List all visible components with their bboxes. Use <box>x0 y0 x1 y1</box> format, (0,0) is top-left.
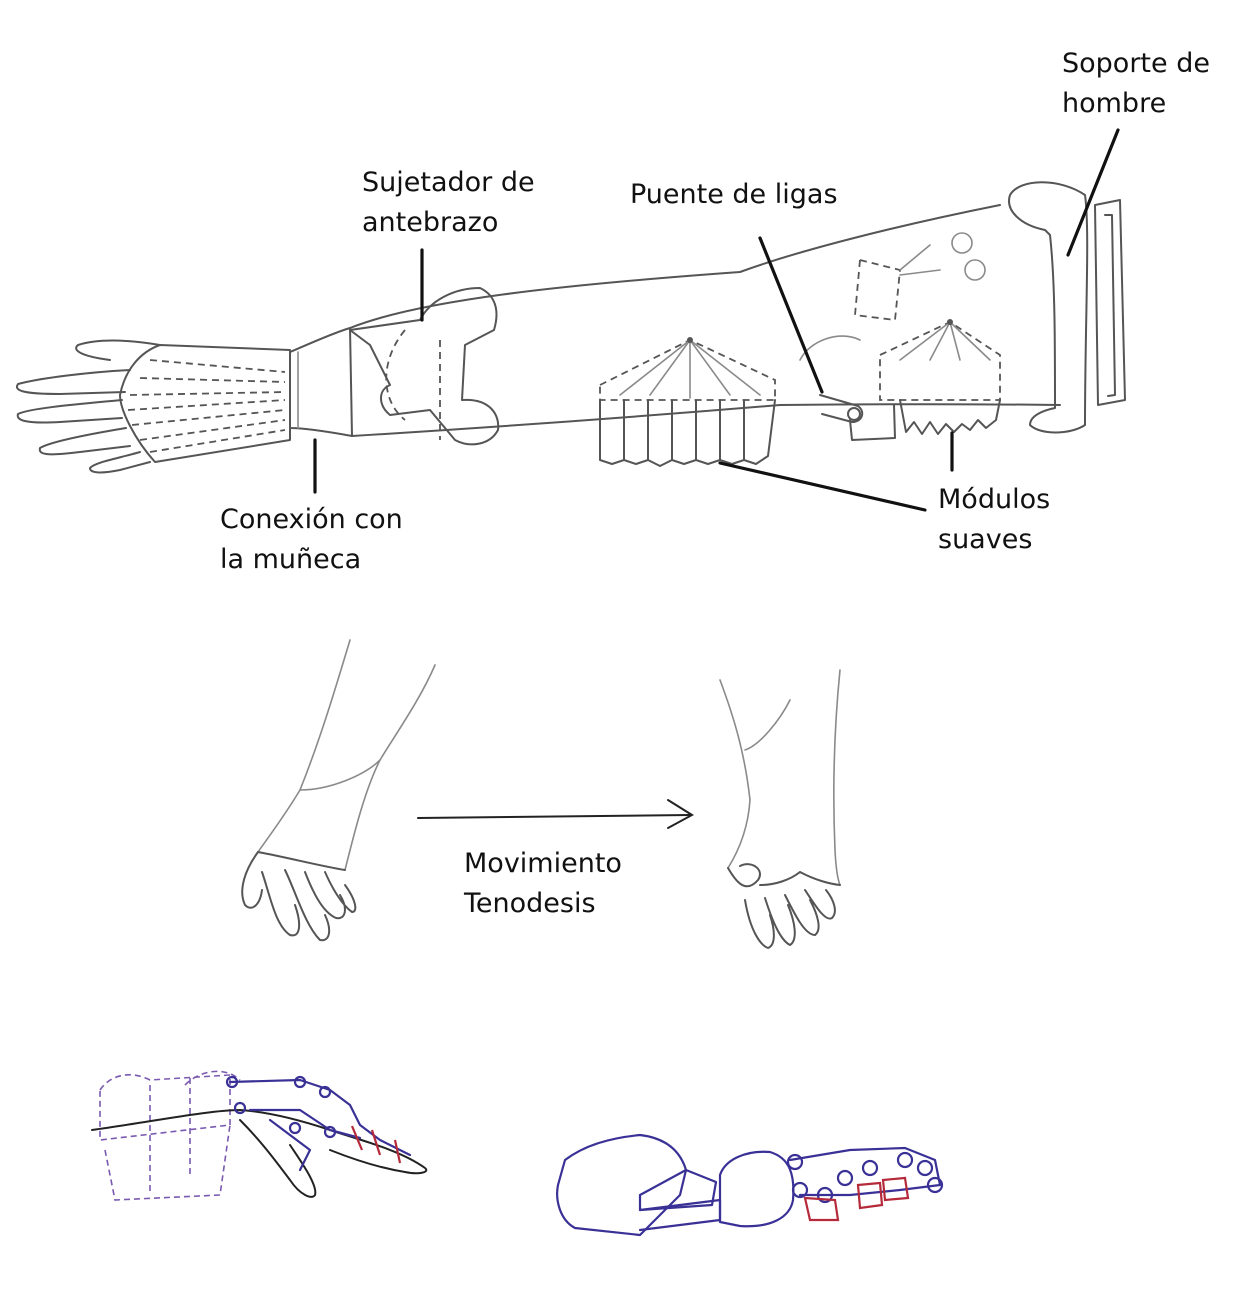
label-wrist-connection: Conexión con la muñeca <box>220 500 403 580</box>
hand-cover <box>119 344 291 463</box>
label-shoulder-support-line2: hombre <box>1062 88 1167 119</box>
wrist-cuff <box>289 327 353 437</box>
hand-tendon-lines <box>127 359 286 453</box>
tenodesis-arrow <box>417 799 694 829</box>
label-tenodesis-line1: Movimiento <box>464 848 622 879</box>
label-forearm-holder-line1: Sujetador de <box>362 167 535 198</box>
arrow-head <box>667 799 694 829</box>
hand-outline <box>16 339 161 474</box>
arrow-shaft <box>417 814 691 819</box>
cad-hand-render <box>556 1133 944 1237</box>
soft-modules-right <box>879 319 1001 435</box>
leader-shoulder-support <box>1066 128 1120 257</box>
leader-soft-modules-left <box>718 461 927 512</box>
label-shoulder-support-line1: Soporte de <box>1062 48 1210 79</box>
tenodesis-sketch-open-hand <box>241 639 436 942</box>
label-tenodesis-line2: Tenodesis <box>464 888 596 919</box>
label-band-bridge: Puente de ligas <box>630 175 838 215</box>
label-soft-modules-line1: Módulos <box>938 484 1051 515</box>
leader-lines <box>313 128 1120 512</box>
label-wrist-connection-line1: Conexión con <box>220 504 403 535</box>
band-bridge <box>799 232 986 441</box>
label-tenodesis: Movimiento Tenodesis <box>464 844 622 924</box>
label-forearm-holder: Sujetador de antebrazo <box>362 163 535 243</box>
leader-band-bridge <box>758 236 824 394</box>
shoulder-support <box>1008 181 1126 434</box>
tenodesis-sketch-closed-hand <box>719 669 841 949</box>
label-shoulder-support: Soporte de hombre <box>1062 44 1210 124</box>
soft-modules-left <box>599 337 776 467</box>
label-soft-modules: Módulos suaves <box>938 480 1050 560</box>
forearm-holder <box>349 287 500 446</box>
label-soft-modules-line2: suaves <box>938 524 1033 555</box>
label-forearm-holder-line2: antebrazo <box>362 207 499 238</box>
forearm-outline <box>349 204 1061 437</box>
cad-hand-side-view <box>91 1070 428 1201</box>
label-band-bridge-text: Puente de ligas <box>630 179 838 210</box>
label-wrist-connection-line2: la muñeca <box>220 544 362 575</box>
exoskeleton-arm-sketch <box>16 128 1126 512</box>
